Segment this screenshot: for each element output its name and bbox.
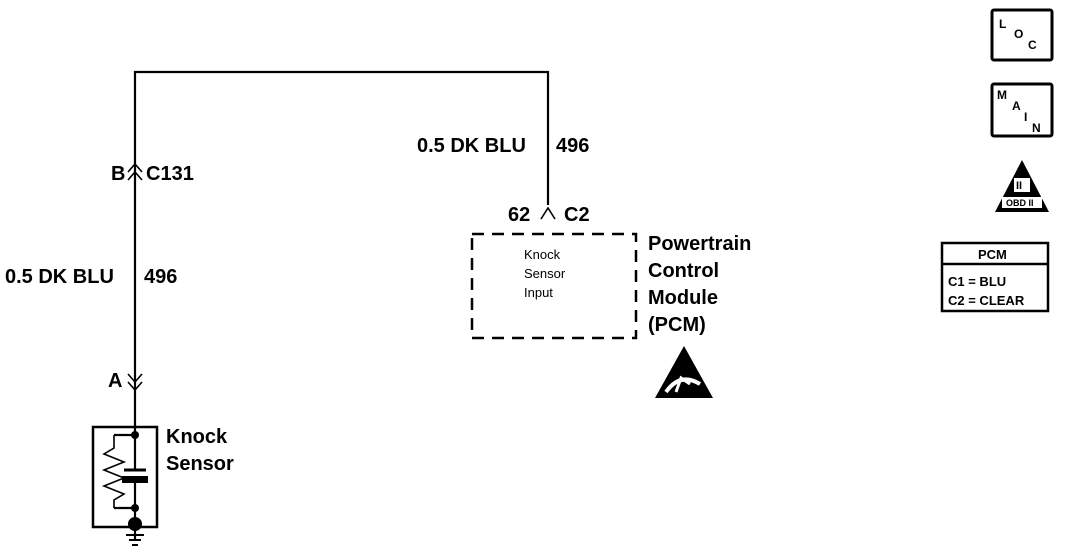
obd-ii-icon: II OBD II (995, 160, 1049, 212)
pcm-connector-table: PCM C1 = BLU C2 = CLEAR (940, 241, 1050, 313)
svg-text:C: C (1028, 38, 1037, 52)
left-wire-gauge: 0.5 DK BLU (5, 266, 114, 288)
pcm-name-line-2: Control (648, 260, 719, 282)
loc-icon: L O C (990, 8, 1054, 62)
svg-text:A: A (1012, 99, 1021, 113)
left-wire-label: 0.5 DK BLU 496 (5, 266, 177, 288)
right-wire-circuit: 496 (556, 135, 589, 157)
pcm-table-title: PCM (978, 247, 1007, 262)
sensor-connector-pin: A (108, 370, 122, 392)
pcm-name-line-3: Module (648, 287, 718, 309)
pcm-dashed-box (470, 232, 638, 340)
pcm-table-row-1: C1 = BLU (948, 274, 1006, 289)
circuit-496-wire (133, 70, 550, 400)
main-icon: M A I N (990, 82, 1054, 138)
sensor-name-line-2: Sensor (166, 453, 234, 475)
pcm-name-line-1: Powertrain (648, 233, 751, 255)
right-wire-label: 0.5 DK BLU 496 (417, 135, 589, 157)
pcm-table-row-2: C2 = CLEAR (948, 293, 1025, 308)
pcm-connector-name: C2 (564, 204, 590, 226)
svg-text:II: II (1016, 180, 1022, 192)
knock-sensor-symbol (91, 400, 159, 546)
pcm-internal-label-1: Knock (524, 247, 561, 262)
left-wire-circuit: 496 (144, 266, 177, 288)
svg-text:N: N (1032, 121, 1041, 135)
connector-c131-name: C131 (146, 163, 194, 185)
sensor-connector-symbol (127, 373, 143, 392)
pcm-name-line-4: (PCM) (648, 314, 706, 336)
svg-text:OBD II: OBD II (1006, 198, 1034, 208)
svg-text:O: O (1014, 27, 1023, 41)
pcm-pin-symbol (540, 206, 556, 220)
right-wire-gauge: 0.5 DK BLU (417, 135, 526, 157)
svg-text:I: I (1024, 110, 1027, 124)
esd-warning-icon (655, 346, 713, 398)
pcm-internal-label-3: Input (524, 285, 553, 300)
pcm-internal-label-2: Sensor (524, 266, 566, 281)
pcm-pin-number: 62 (508, 204, 530, 226)
svg-text:M: M (997, 88, 1007, 102)
sensor-name-line-1: Knock (166, 426, 228, 448)
connector-c131-pin: B (111, 163, 125, 185)
connector-c131-symbol (127, 162, 143, 181)
svg-text:L: L (999, 17, 1006, 31)
